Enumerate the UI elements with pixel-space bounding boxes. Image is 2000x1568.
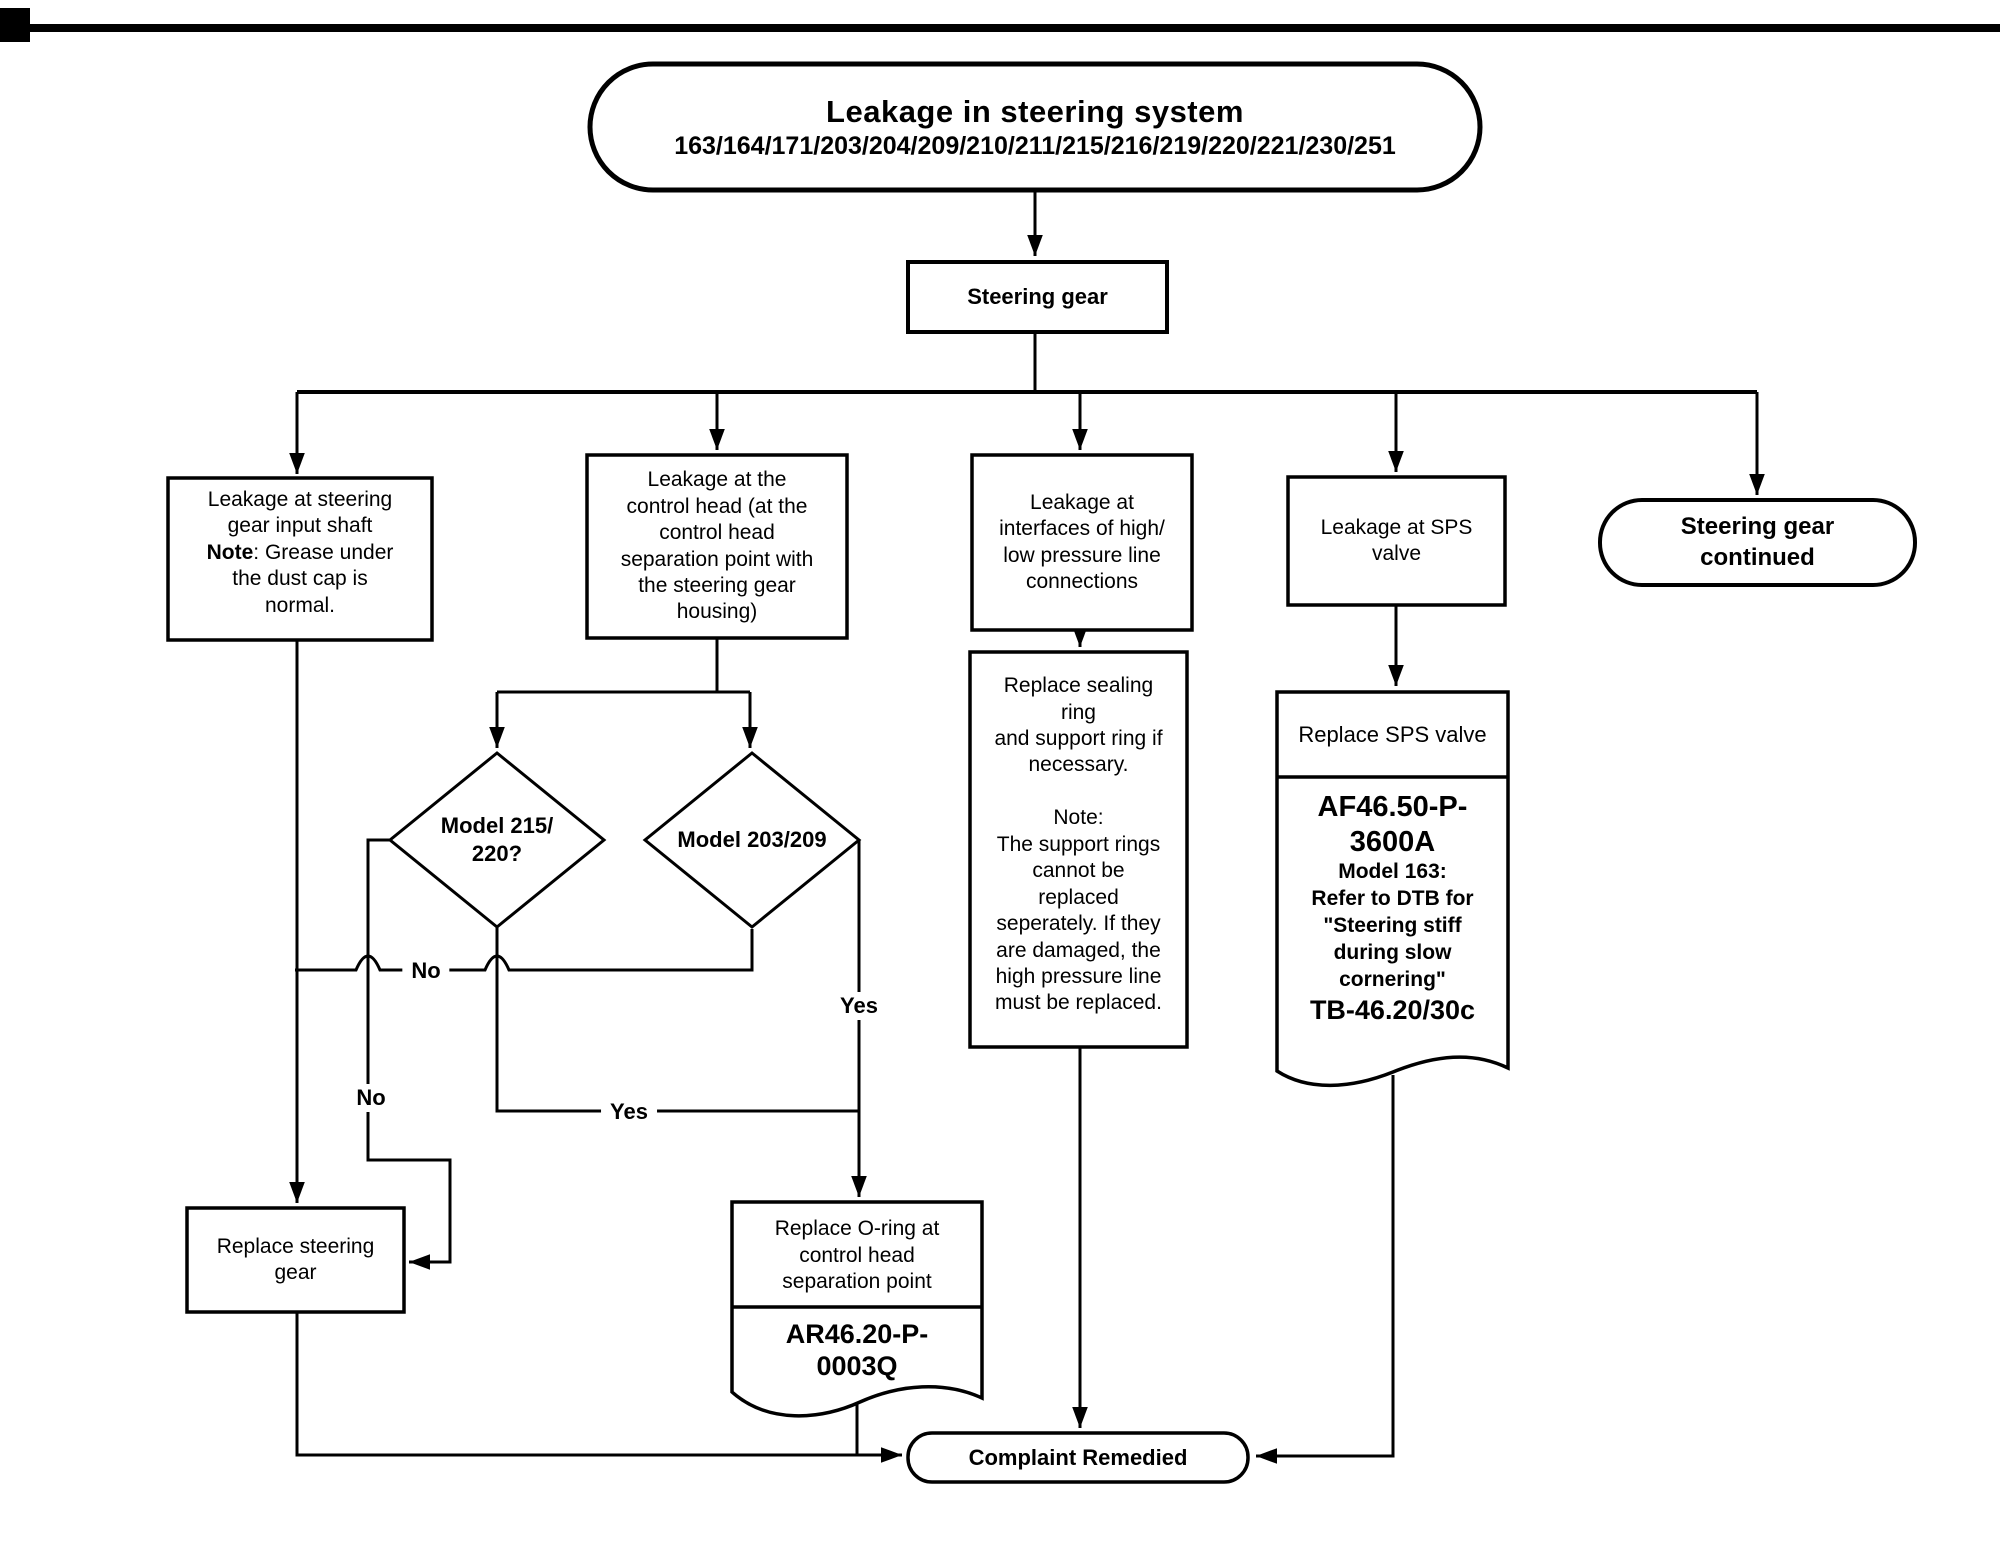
sps-document xyxy=(1275,690,1510,1088)
sealing-ring-box xyxy=(968,650,1189,1049)
connectors xyxy=(289,192,1765,1464)
title-stadium xyxy=(587,61,1483,193)
title-line1: Leakage in steering system xyxy=(826,93,1244,129)
edge-label-yes-model215: Yes xyxy=(601,1098,657,1126)
edge-replace-to-complaint xyxy=(295,1312,902,1463)
pressure-lines-box xyxy=(970,453,1194,632)
control-head-label: Leakage at the control head (at the cont… xyxy=(620,468,814,624)
sps-doc-code1: AF46.50-P- 3600A xyxy=(1317,790,1468,858)
model215-label: Model 215/ 220? xyxy=(440,813,554,866)
edge-label-yes-model203: Yes xyxy=(831,992,887,1020)
model203-diamond xyxy=(642,751,862,929)
sps-valve-label: Leakage at SPS valve xyxy=(1320,515,1473,565)
edge-model215-yes xyxy=(495,927,859,1113)
sps-doc-body: AF46.50-P- 3600A Model 163: Refer to DTB… xyxy=(1277,783,1508,1033)
input-shaft-text-post: : Grease under the dust cap is normal. xyxy=(232,540,394,617)
input-shaft-label: Leakage at steering gear input shaft Not… xyxy=(170,478,430,649)
steering-gear-box xyxy=(906,260,1169,334)
replace-steering-gear-label: Replace steering gear xyxy=(216,1234,375,1284)
edge-spsdoc-to-complaint xyxy=(1256,1075,1395,1464)
complaint-label: Complaint Remedied xyxy=(968,1444,1188,1470)
steering-gear-label: Steering gear xyxy=(967,284,1108,310)
model215-diamond xyxy=(387,751,607,929)
sps-valve-box xyxy=(1286,475,1507,607)
sealing-ring-label: Replace sealing ring and support ring if… xyxy=(994,674,1163,1015)
continued-label: Steering gear continued xyxy=(1680,513,1835,571)
node-shapes xyxy=(166,61,1917,1484)
pressure-lines-label: Leakage at interfaces of high/ low press… xyxy=(999,490,1165,593)
sps-doc-code2: TB-46.20/30c xyxy=(1309,994,1476,1025)
oring-title: Replace O-ring at control head separatio… xyxy=(774,1217,940,1294)
edge-label-no-model203: No xyxy=(402,957,450,985)
input-shaft-text-pre: Leakage at steering gear input shaft xyxy=(207,488,393,538)
title-line2: 163/164/171/203/204/209/210/211/215/216/… xyxy=(674,131,1396,160)
input-shaft-box xyxy=(166,476,434,642)
replace-steering-gear-box xyxy=(185,1206,406,1314)
input-shaft-note-word: Note xyxy=(206,540,254,564)
edge-model203-no xyxy=(295,929,754,972)
oring-document xyxy=(730,1200,984,1418)
edge-label-no-model215: No xyxy=(347,1084,395,1112)
sps-doc-title: Replace SPS valve xyxy=(1298,721,1487,747)
control-head-box xyxy=(585,453,849,640)
oring-code: AR46.20-P- 0003Q xyxy=(785,1318,929,1381)
complaint-stadium xyxy=(906,1431,1250,1484)
edge-model215-no xyxy=(366,838,452,1270)
sps-doc-note: Model 163: Refer to DTB for "Steering st… xyxy=(1311,860,1474,991)
model203-label: Model 203/209 xyxy=(677,827,827,853)
continued-stadium xyxy=(1598,498,1917,587)
title-node: Leakage in steering system 163/164/171/2… xyxy=(590,66,1480,188)
